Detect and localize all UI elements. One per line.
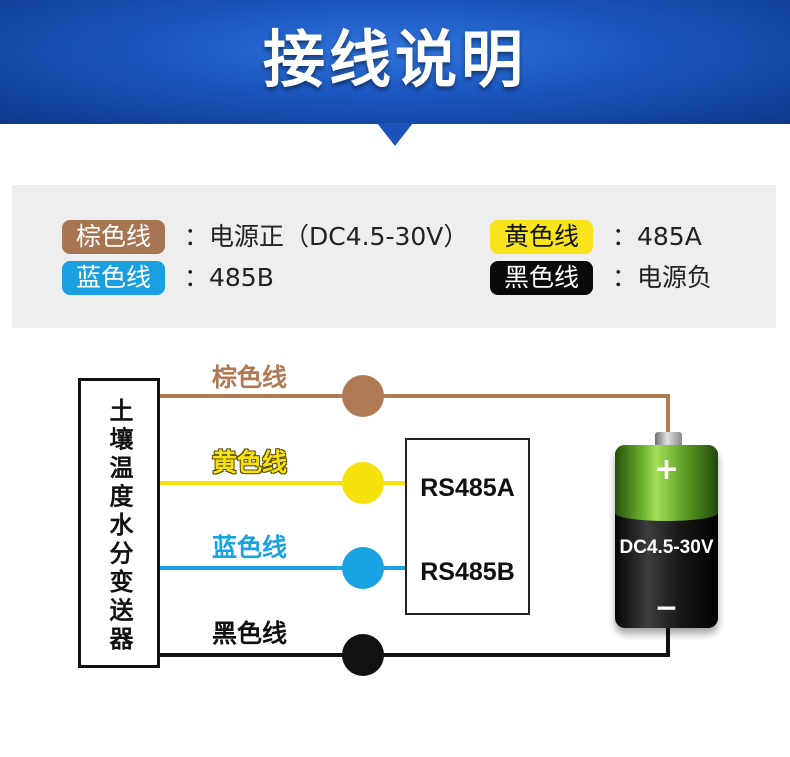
legend-desc-blue: ：485B	[184, 263, 274, 292]
wire-label-black: 黑色线	[212, 619, 288, 648]
battery-cap	[655, 432, 682, 446]
legend-badge-blue: 蓝色线	[62, 261, 165, 295]
wire-black	[160, 626, 670, 657]
wire-node-yellow	[342, 462, 384, 504]
wire-label-yellow: 黄色线	[212, 448, 288, 477]
legend-badge-black: 黑色线	[490, 261, 593, 295]
wire-node-black	[342, 634, 384, 676]
sensor-label: 土壤温度水分变送器	[105, 398, 133, 655]
battery-voltage-label: DC4.5-30V	[619, 537, 714, 558]
battery-positive-band	[615, 445, 718, 521]
rs485-module-box: RS485A RS485B	[405, 438, 530, 615]
wire-label-blue: 蓝色线	[212, 533, 288, 562]
wire-brown	[160, 394, 670, 436]
legend-desc-yellow: ：485A	[612, 222, 702, 251]
legend-badge-brown: 棕色线	[62, 220, 165, 254]
legend-badge-yellow: 黄色线	[490, 220, 593, 254]
header-pointer-arrow	[377, 123, 413, 146]
legend-panel	[12, 185, 776, 328]
legend-desc-brown: ：电源正（DC4.5-30V）	[184, 222, 469, 251]
wire-node-brown	[342, 375, 384, 417]
battery-icon: + DC4.5-30V −	[615, 445, 718, 628]
pin-rs485a: RS485A	[420, 474, 515, 502]
battery-minus-sign: −	[654, 591, 679, 624]
sensor-box: 土壤温度水分变送器	[78, 378, 160, 668]
wire-node-blue	[342, 547, 384, 589]
header-banner	[0, 0, 790, 124]
pin-rs485b: RS485B	[420, 558, 515, 586]
wire-label-brown: 棕色线	[212, 363, 288, 392]
battery-plus-sign: +	[653, 452, 680, 487]
legend-desc-black: ：电源负	[612, 263, 713, 292]
page-title: 接线说明	[262, 23, 527, 96]
